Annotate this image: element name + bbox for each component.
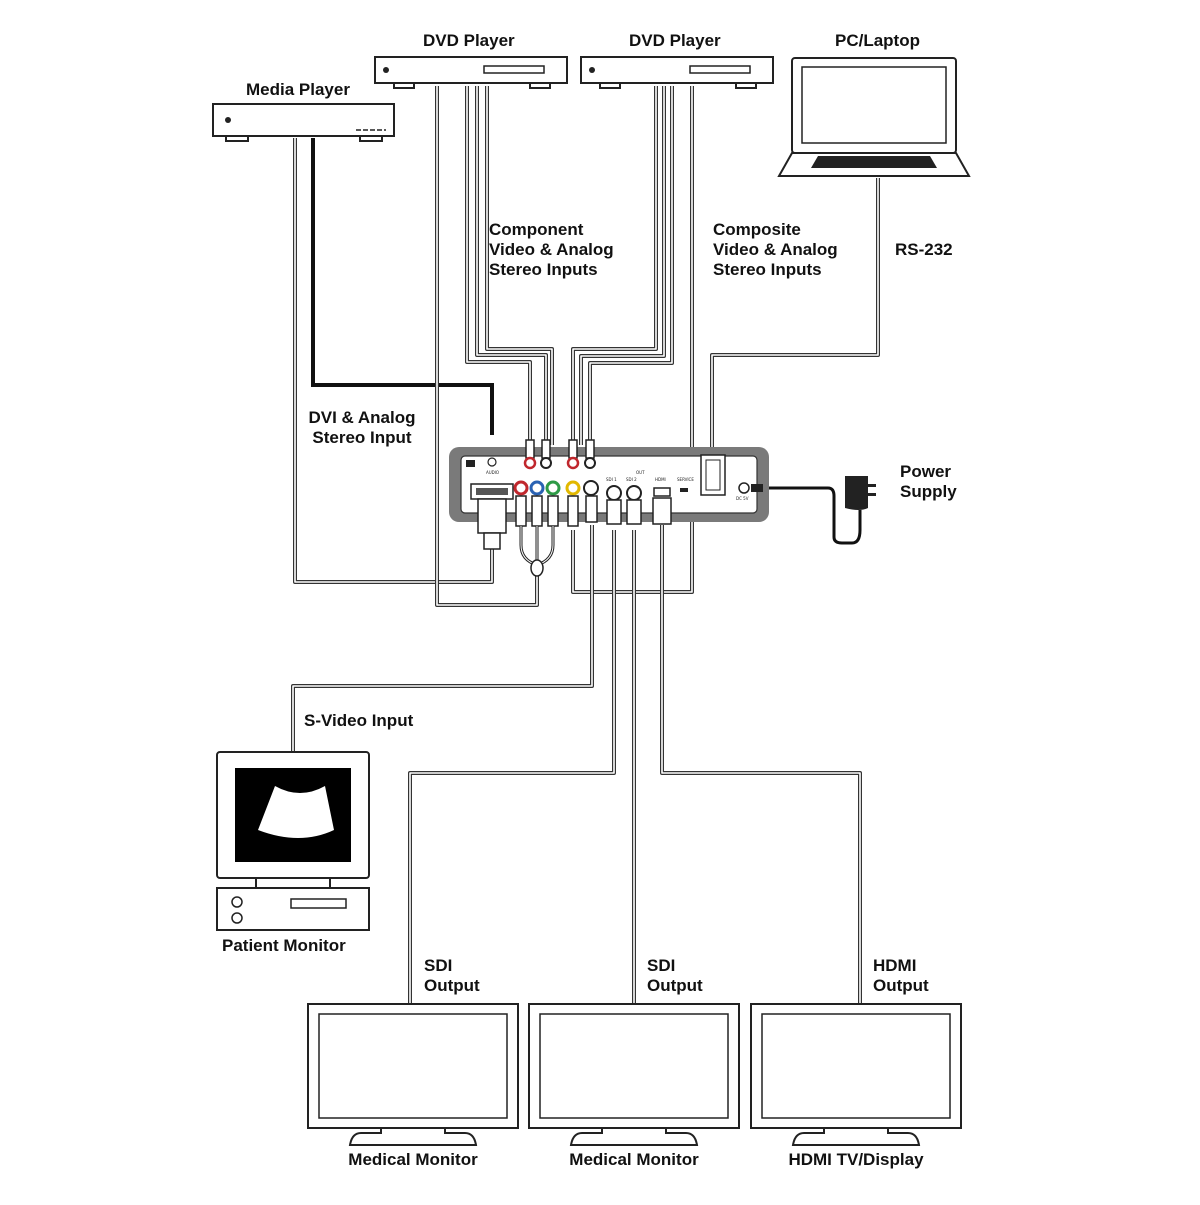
power-adapter-device — [845, 476, 876, 510]
panel-audio-label: AUDIO — [486, 470, 499, 475]
power-supply-label: Power Supply — [900, 462, 957, 501]
media-player-device — [212, 103, 395, 142]
hdmi-display-device — [750, 1003, 962, 1146]
medical-monitor-2-device — [528, 1003, 740, 1146]
media-player-label: Media Player — [246, 80, 350, 99]
dvd-player-2-label: DVD Player — [629, 31, 721, 50]
dvi-input-label: DVI & Analog Stereo Input — [308, 408, 416, 447]
medical-monitor-1-label: Medical Monitor — [348, 1150, 478, 1169]
pc-laptop-label: PC/Laptop — [835, 31, 920, 50]
medical-monitor-2-label: Medical Monitor — [569, 1150, 699, 1169]
panel-hdmi-label: HDMI — [655, 477, 666, 482]
medical-monitor-1-device — [307, 1003, 519, 1146]
panel-dc-label: DC 5V — [736, 496, 749, 501]
patient-monitor-device — [216, 751, 370, 931]
rs232-label: RS-232 — [895, 240, 953, 259]
converter-unit: AUDIO OUT SDI 1 SDI 2 — [449, 439, 769, 577]
laptop-device — [777, 57, 971, 177]
dvd-player-1-label: DVD Player — [423, 31, 515, 50]
sdi-output-2-label: SDI Output — [647, 956, 703, 995]
dvd-player-1-device — [374, 56, 568, 89]
patient-monitor-label: Patient Monitor — [222, 936, 346, 955]
composite-inputs-label: Composite Video & Analog Stereo Inputs — [713, 220, 838, 279]
dvd-player-2-device — [580, 56, 774, 89]
svideo-input-label: S-Video Input — [304, 711, 414, 730]
sdi-output-1-label: SDI Output — [424, 956, 480, 995]
panel-out-label: OUT — [636, 470, 645, 475]
cable-media-dvi — [311, 138, 494, 435]
hdmi-display-label: HDMI TV/Display — [788, 1150, 924, 1169]
cable-sdi1 — [408, 530, 616, 1005]
panel-sdi2-label: SDI 2 — [626, 477, 637, 482]
panel-service-label: SERVICE — [677, 477, 694, 482]
panel-sdi1-label: SDI 1 — [606, 477, 617, 482]
cable-power — [760, 486, 862, 545]
cable-hdmi — [660, 525, 862, 1005]
hdmi-output-label: HDMI Output — [873, 956, 929, 995]
component-inputs-label: Component Video & Analog Stereo Inputs — [489, 220, 614, 279]
cables — [291, 86, 880, 1005]
